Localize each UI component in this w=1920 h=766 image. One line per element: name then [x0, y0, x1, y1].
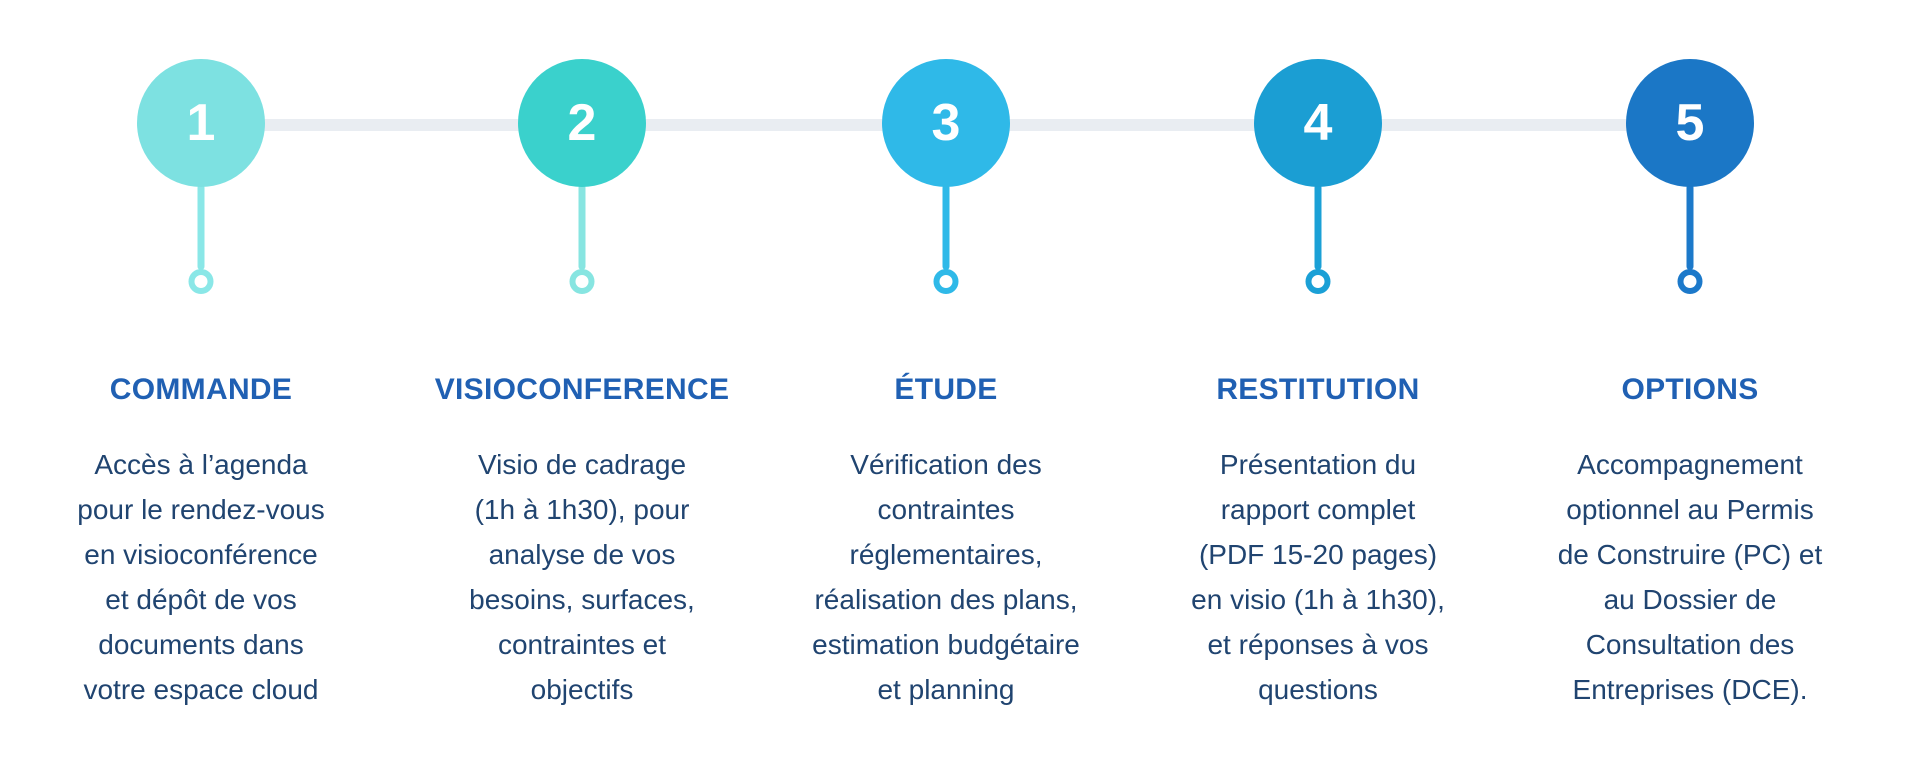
step-1-commande: 1 COMMANDE Accès à l’agenda pour le rend… [9, 0, 393, 766]
step-stem-line [1314, 184, 1322, 270]
step-number: 5 [1675, 94, 1705, 152]
step-title: COMMANDE [109, 373, 293, 406]
step-number-circle: 1 [137, 59, 265, 187]
step-number: 2 [567, 94, 597, 152]
step-description: Visio de cadrage (1h à 1h30), pour analy… [469, 449, 695, 705]
step-3-etude: 3 ÉTUDE Vérification des contraintes rég… [754, 0, 1138, 766]
step-ring-dot [188, 269, 214, 294]
step-ring-dot [933, 269, 959, 294]
step-description: Présentation du rapport complet (PDF 15-… [1191, 449, 1445, 705]
step-number: 3 [931, 94, 961, 152]
step-number-circle: 5 [1626, 59, 1754, 187]
step-stem-line [578, 184, 586, 270]
step-stem-line [197, 184, 205, 270]
step-ring-dot [569, 269, 595, 294]
step-ring-dot [1677, 269, 1703, 294]
step-ring-dot [1305, 269, 1331, 294]
step-number: 4 [1303, 94, 1333, 152]
step-description: Accompagnement optionnel au Permis de Co… [1557, 449, 1823, 705]
step-5-options: 5 OPTIONS Accompagnement optionnel au Pe… [1498, 0, 1882, 766]
step-number: 1 [186, 94, 216, 152]
step-stem-line [942, 184, 950, 270]
step-4-restitution: 4 RESTITUTION Présentation du rapport co… [1126, 0, 1510, 766]
step-2-visioconference: 2 VISIOCONFERENCE Visio de cadrage (1h à… [390, 0, 774, 766]
step-description: Accès à l’agenda pour le rendez-vous en … [77, 449, 325, 705]
step-title: VISIOCONFERENCE [434, 373, 730, 406]
step-number-circle: 4 [1254, 59, 1382, 187]
step-number-circle: 2 [518, 59, 646, 187]
step-title: OPTIONS [1621, 373, 1759, 406]
step-description: Vérification des contraintes réglementai… [812, 449, 1080, 705]
step-title: ÉTUDE [894, 373, 998, 406]
step-title: RESTITUTION [1216, 373, 1420, 406]
step-stem-line [1686, 184, 1694, 270]
step-number-circle: 3 [882, 59, 1010, 187]
